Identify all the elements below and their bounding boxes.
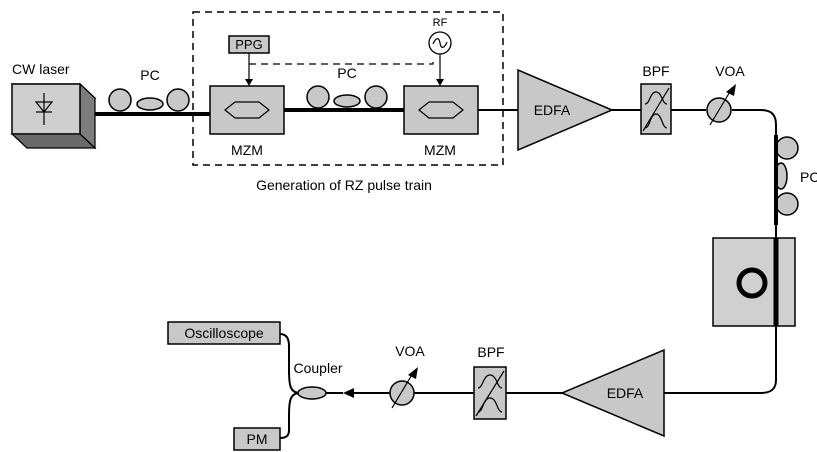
signal-arrowhead [343,388,354,398]
ppg-label: PPG [235,37,262,52]
pm-label: PM [247,431,268,447]
oscilloscope-box [167,321,281,345]
pc1-label: PC [140,67,159,83]
mzm1-label: MZM [231,142,263,158]
mzm1-modulator [209,85,285,135]
edfa1-label: EDFA [534,102,571,118]
voa1-attenuator [706,84,736,126]
pc2-polarization-controller [306,85,388,109]
sync-dashed-line [249,62,434,65]
cw-laser-label: CW laser [12,61,70,77]
ppg-arrowhead [245,79,253,86]
pc3-label: PC [800,169,817,185]
rf-label: RF [433,17,448,29]
edfa1-amplifier [517,68,614,152]
rf-source [428,31,452,55]
rz-generation-box [192,11,504,166]
laser-diode-icon [34,93,54,125]
ring-resonator [712,237,796,327]
bpf1-filter [640,83,672,135]
mzm2-label: MZM [424,142,456,158]
cw-laser [10,82,97,150]
power-meter-box [233,427,281,451]
edfa2-label: EDFA [607,385,644,401]
pc1-polarization-controller [108,88,190,112]
bpf1-label: BPF [642,63,669,79]
pc3-polarization-controller [774,136,799,216]
edfa2-amplifier [560,348,665,438]
oscilloscope-label: Oscilloscope [184,325,264,341]
voa2-attenuator [389,367,418,409]
coupler [297,386,327,400]
bpf2-label: BPF [477,344,504,360]
rz-generation-caption: Generation of RZ pulse train [256,177,432,193]
voa1-label: VOA [715,63,745,79]
mzm2-modulator [403,85,479,135]
coupler-label: Coupler [293,360,342,376]
coupler-fibers [279,333,343,439]
voa2-label: VOA [395,343,425,359]
rf-arrowhead [436,79,444,86]
ring-icon [736,267,768,299]
bpf2-filter [473,366,507,420]
pc2-label: PC [337,65,356,81]
sine-wave-icon [432,38,448,48]
